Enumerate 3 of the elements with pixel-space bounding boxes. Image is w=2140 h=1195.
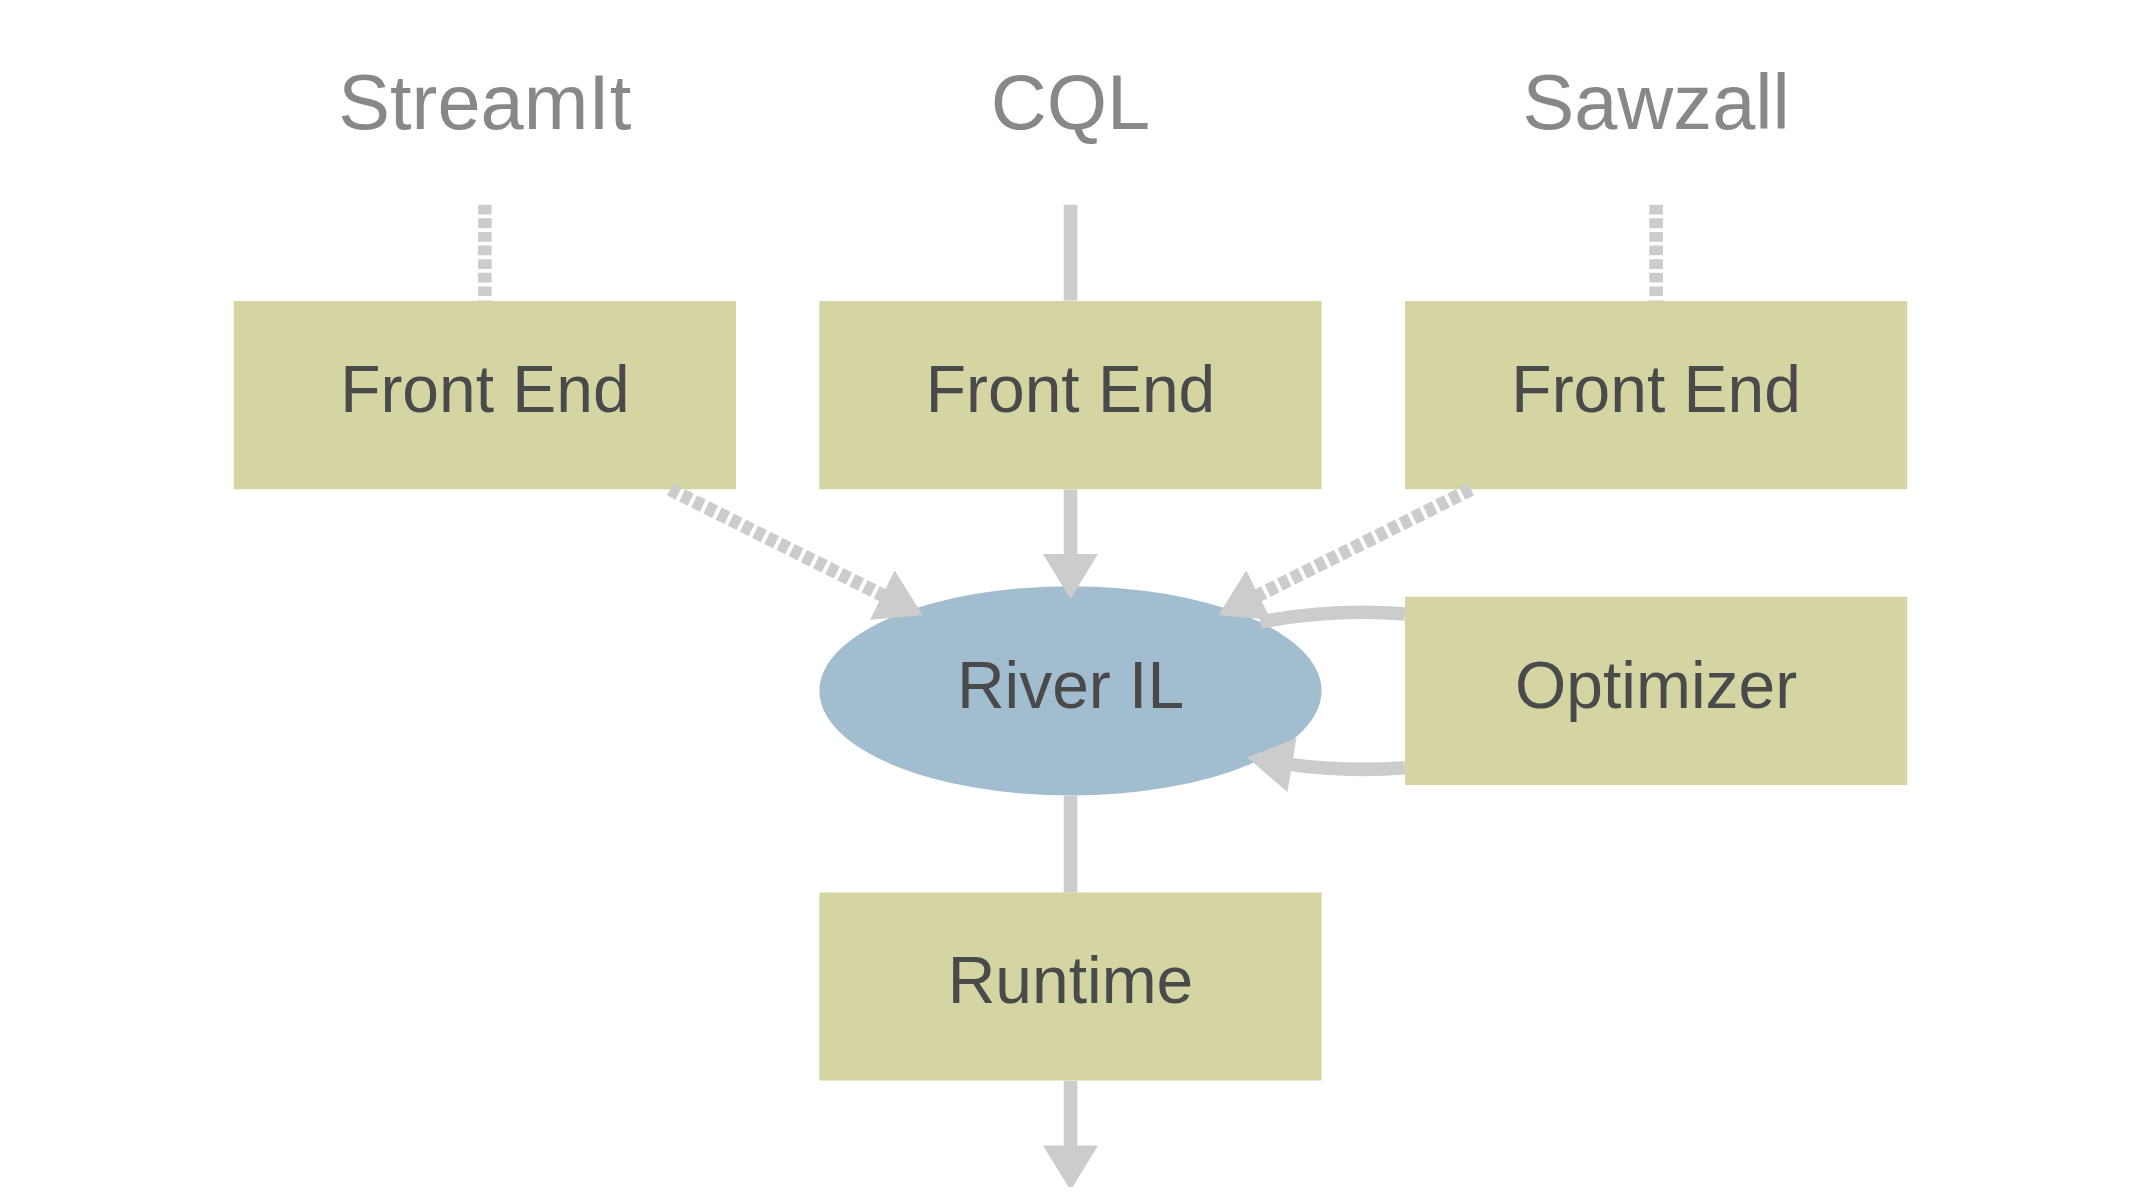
node-text: Sawzall (1522, 59, 1790, 146)
node-text: CQL (990, 59, 1150, 146)
node-text: StreamIt (337, 59, 631, 146)
